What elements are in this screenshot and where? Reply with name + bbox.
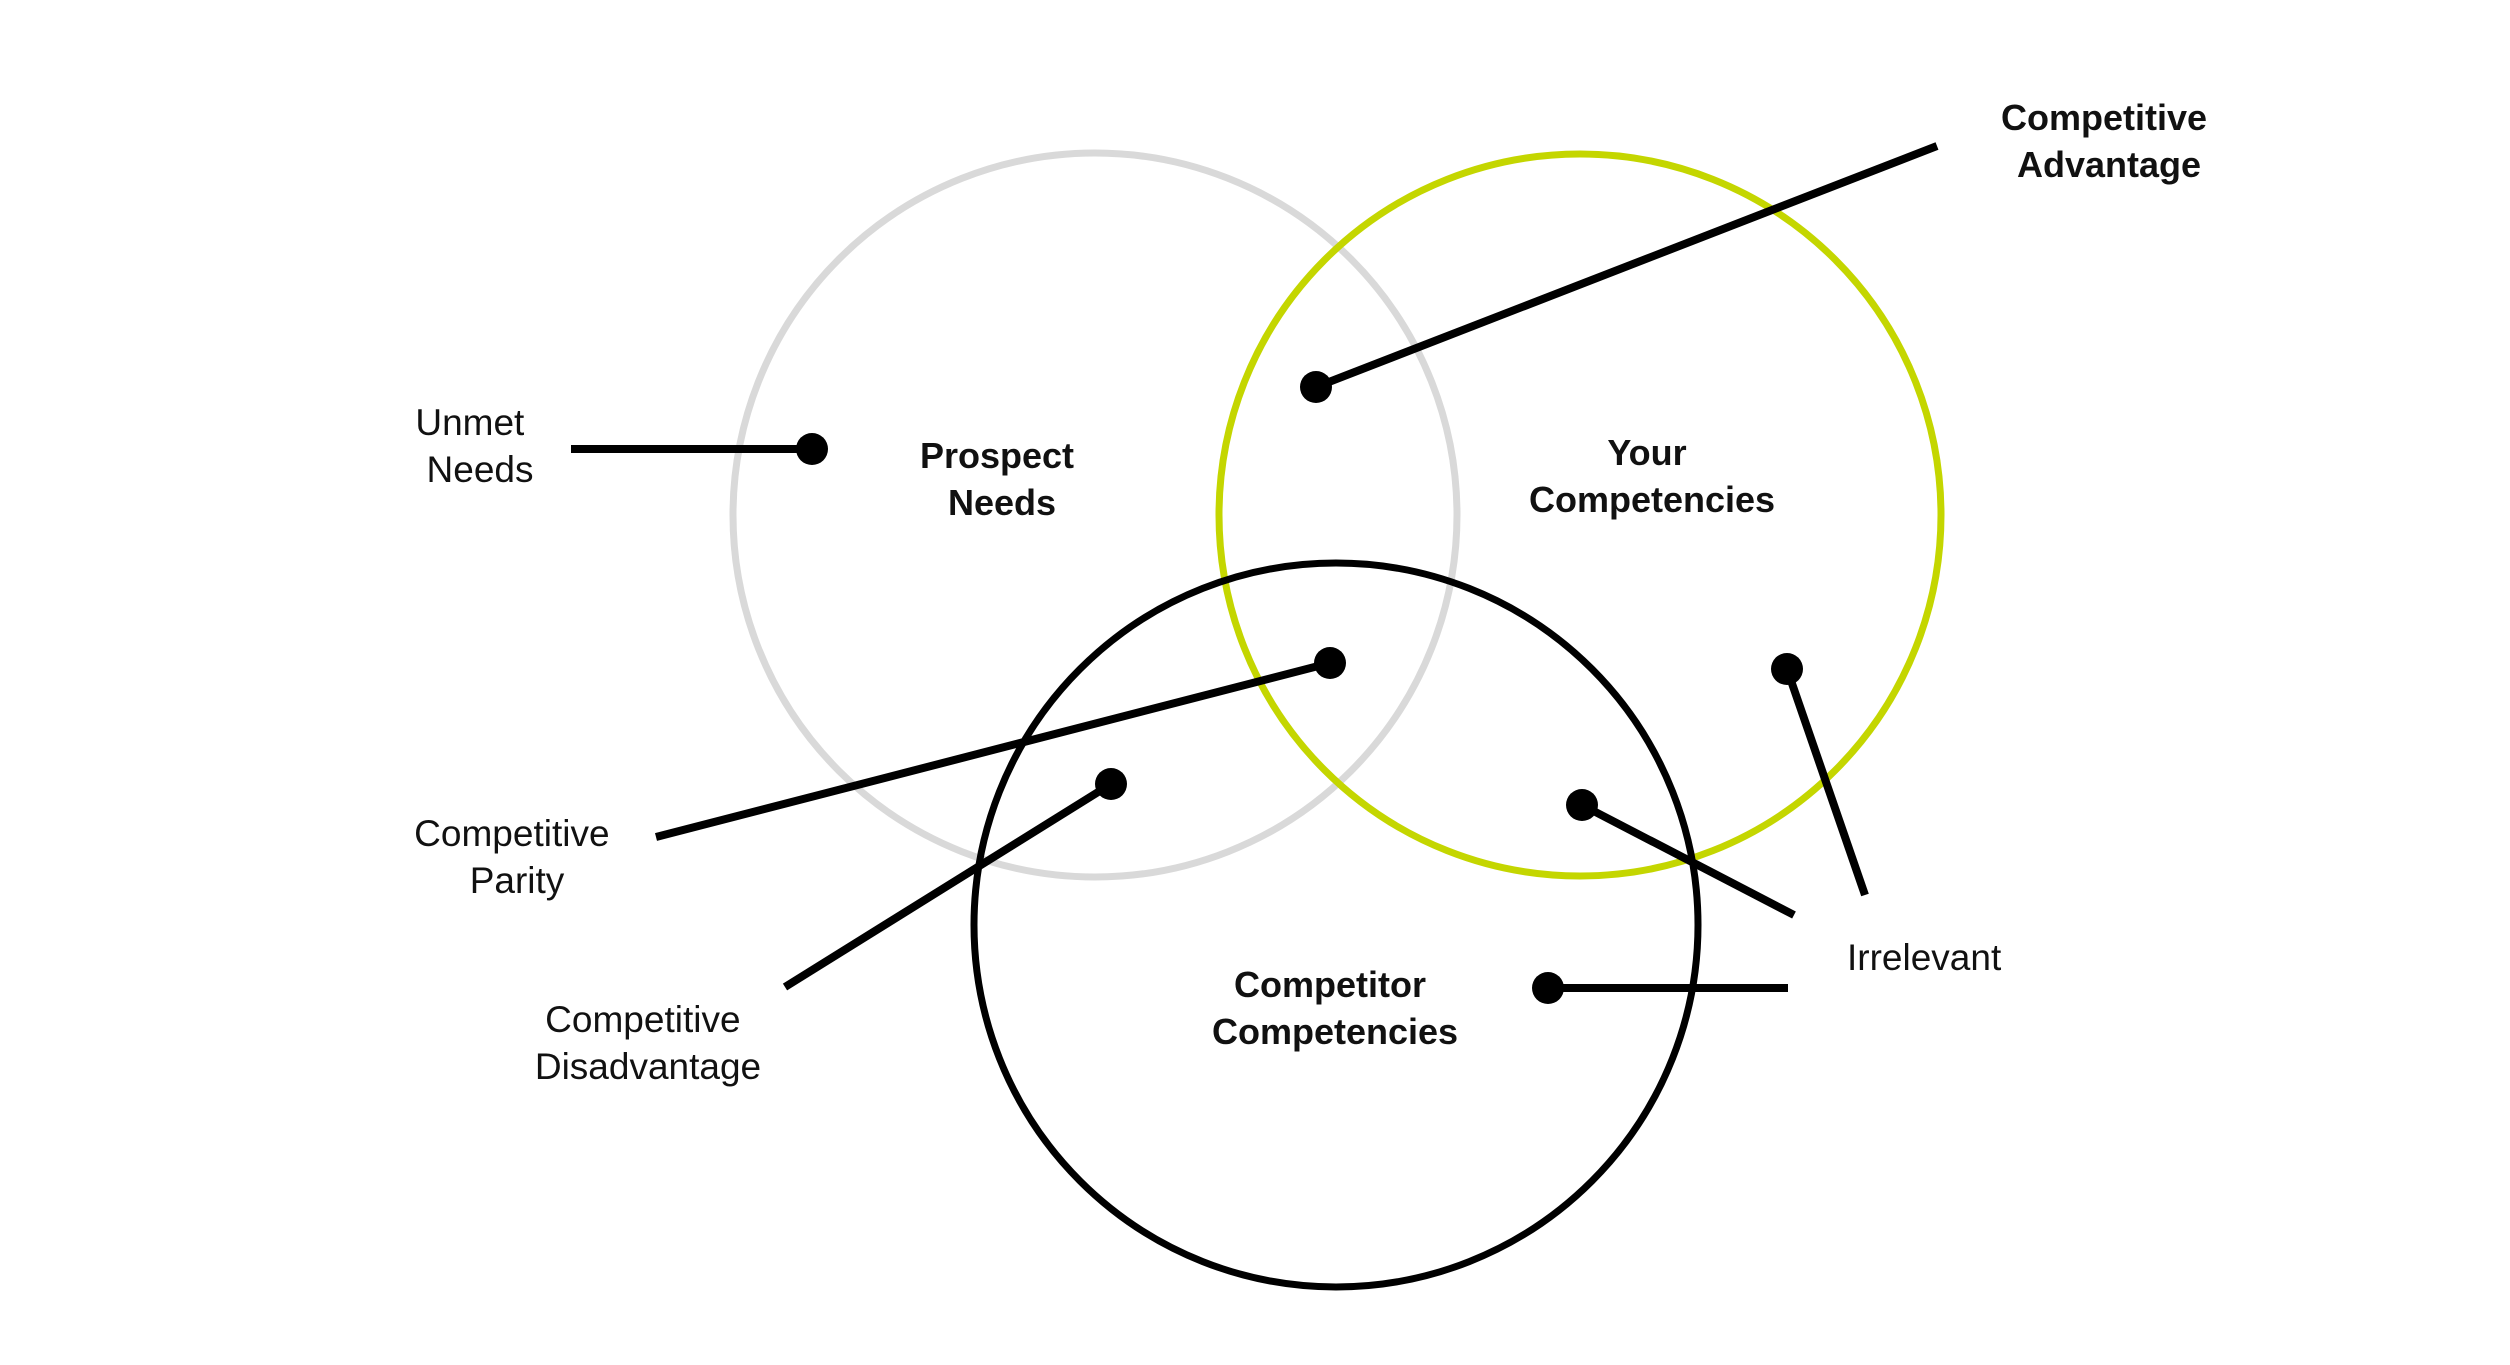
- competitive-advantage-dot: [1300, 371, 1332, 403]
- competitive-parity-dot: [1314, 647, 1346, 679]
- irrelevant-dot-2: [1566, 789, 1598, 821]
- irrelevant-label: Irrelevant: [1847, 937, 2002, 978]
- prospect-needs-circle: [729, 149, 1461, 881]
- competitive-advantage-label: Competitive Advantage: [2001, 97, 2217, 185]
- irrelevant-leader-1: [1783, 667, 1869, 897]
- unmet-needs-dot: [796, 433, 828, 465]
- irrelevant-label-line1: Irrelevant: [1847, 937, 2002, 978]
- competitive-disadvantage-label-line2: Disadvantage: [535, 1046, 761, 1087]
- competitor-competencies-label-line1: Competitor: [1234, 964, 1426, 1005]
- unmet-needs-label-line1: Unmet: [415, 402, 525, 443]
- competitive-disadvantage-dot: [1095, 768, 1127, 800]
- prospect-needs-label-line2: Needs: [948, 482, 1056, 523]
- competitive-disadvantage-label: Competitive Disadvantage: [535, 999, 761, 1087]
- competitive-disadvantage-leader: [782, 780, 1114, 991]
- competitor-competencies-label: Competitor Competencies: [1212, 964, 1458, 1052]
- competitor-competencies-circle: [970, 559, 1702, 1291]
- competitive-advantage-label-line1: Competitive: [2001, 97, 2207, 138]
- competitive-parity-label-line2: Parity: [470, 860, 565, 901]
- competitive-advantage-leader: [1314, 142, 1939, 391]
- competitive-advantage-label-line2: Advantage: [2017, 144, 2201, 185]
- unmet-needs-label-line2: Needs: [427, 449, 534, 490]
- competitive-parity-label: Competitive Parity: [414, 813, 620, 901]
- competitor-competencies-label-line2: Competencies: [1212, 1011, 1458, 1052]
- competitive-parity-leader: [655, 659, 1331, 841]
- competitive-disadvantage-label-line1: Competitive: [545, 999, 740, 1040]
- irrelevant-dot-3: [1532, 972, 1564, 1004]
- your-competencies-circle: [1215, 150, 1945, 880]
- unmet-needs-label: Unmet Needs: [415, 402, 534, 490]
- your-competencies-label-line1: Your: [1607, 432, 1686, 473]
- your-competencies-label: Your Competencies: [1529, 432, 1775, 520]
- your-competencies-label-line2: Competencies: [1529, 479, 1775, 520]
- prospect-needs-label-line1: Prospect: [920, 435, 1074, 476]
- competitive-parity-label-line1: Competitive: [414, 813, 609, 854]
- prospect-needs-label: Prospect Needs: [920, 435, 1084, 523]
- irrelevant-dot-1: [1771, 653, 1803, 685]
- irrelevant-leader-2: [1580, 801, 1796, 919]
